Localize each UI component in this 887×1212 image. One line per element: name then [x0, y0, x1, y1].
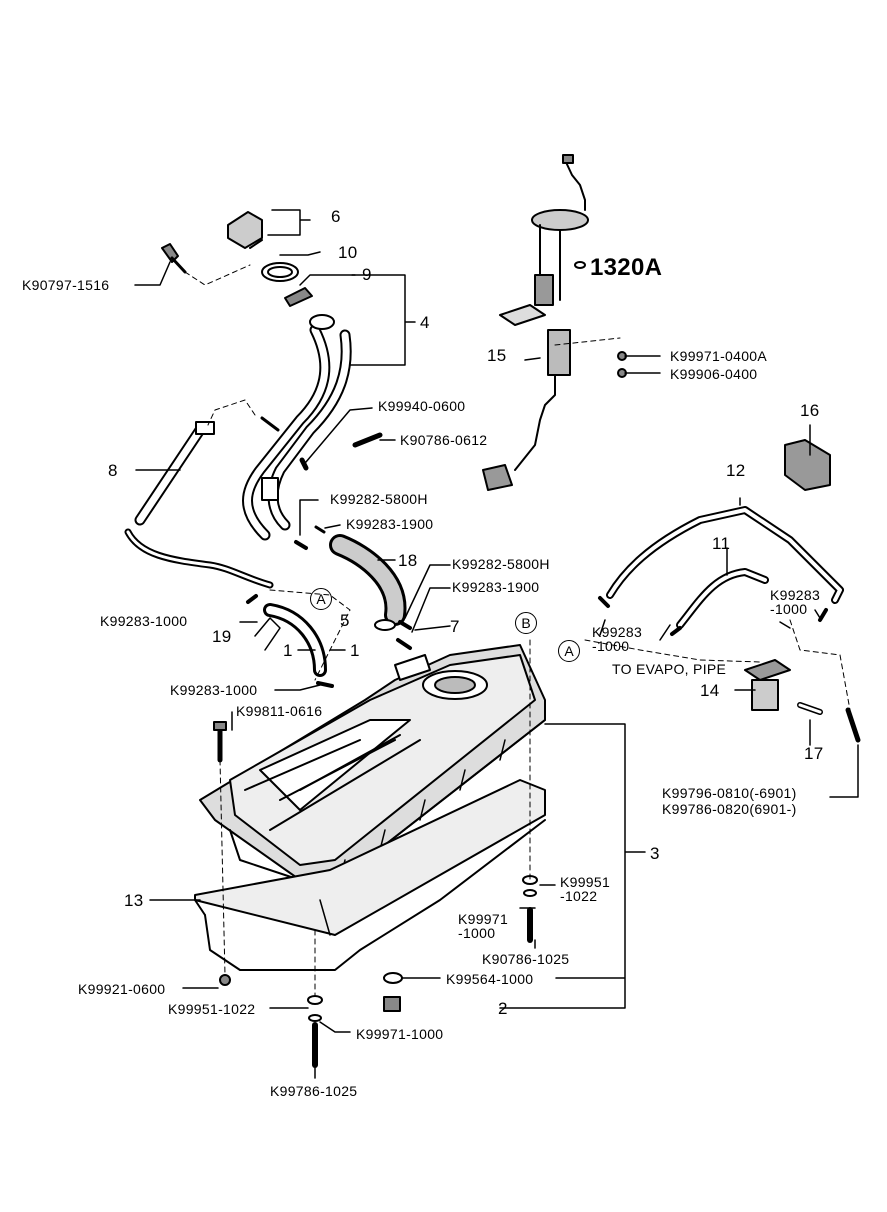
label-1b: 1	[350, 641, 360, 660]
label-1320a: 1320A	[590, 254, 663, 281]
filler-pipe	[242, 314, 352, 541]
connector-a-right: A	[558, 640, 580, 662]
label-18: 18	[398, 551, 418, 570]
label-4: 4	[420, 313, 430, 332]
fuel-cap	[227, 211, 313, 307]
code-k99811-0616: K99811-0616	[236, 703, 323, 719]
code-k99283-1900-a: K99283-1900	[346, 516, 434, 532]
label-12: 12	[726, 461, 746, 480]
hose-19	[263, 603, 327, 677]
label-17: 17	[804, 744, 824, 763]
connector-b: B	[515, 612, 537, 634]
code-k99971-1000-b: K99971-1000	[356, 1026, 444, 1042]
code-k99282-5800h-b: K99282-5800H	[452, 556, 550, 572]
label-14: 14	[700, 681, 720, 700]
skid-plate	[194, 779, 546, 971]
code-k99283-1000-a: K99283-1000	[100, 613, 188, 629]
label-15: 15	[487, 346, 507, 365]
leader-lines	[134, 209, 859, 1079]
code-k99951-1022-b: K99951-1022	[168, 1001, 256, 1017]
code-k90786-0612: K90786-0612	[400, 432, 488, 448]
label-9: 9	[362, 265, 372, 284]
label-8: 8	[108, 461, 118, 480]
fuel-pump-assembly	[499, 154, 589, 326]
fuel-tank	[199, 644, 546, 881]
code-k99786-0820: K99786-0820(6901-)	[662, 801, 797, 817]
label-5: 5	[340, 611, 350, 630]
code-k99971-1000-a: K99971 -1000	[458, 911, 509, 941]
hose-18	[329, 534, 407, 631]
small-hardware	[213, 351, 861, 1068]
dashed-lines	[184, 264, 851, 996]
code-k99283-1000-b: K99283-1000	[170, 682, 258, 698]
label-16: 16	[800, 401, 820, 420]
label-1a: 1	[283, 641, 293, 660]
code-k99940-0600: K99940-0600	[378, 398, 466, 414]
code-k99282-5800h-a: K99282-5800H	[330, 491, 428, 507]
note-to-evapo-pipe: TO EVAPO, PIPE	[612, 661, 727, 677]
label-11: 11	[712, 534, 731, 553]
code-k99283-1000-c: K99283 -1000	[592, 624, 643, 654]
label-6: 6	[331, 207, 341, 226]
label-19: 19	[212, 627, 232, 646]
code-k99971-0400a: K99971-0400A	[670, 348, 768, 364]
evap-lines	[606, 506, 844, 629]
code-k99786-1025: K99786-1025	[270, 1083, 358, 1099]
code-k99906-0400: K99906-0400	[670, 366, 758, 382]
code-k99951-1022-a: K99951 -1022	[560, 874, 611, 904]
code-k99283-1900-b: K99283-1900	[452, 579, 540, 595]
label-10: 10	[338, 243, 358, 262]
valve-16	[784, 439, 831, 491]
code-k99283-1000-d: K99283 -1000	[770, 587, 821, 617]
code-k99796-0810: K99796-0810(-6901)	[662, 785, 797, 801]
evap-canister	[744, 659, 823, 715]
code-k90786-1025: K90786-1025	[482, 951, 570, 967]
code-k99921-0600: K99921-0600	[78, 981, 166, 997]
fuel-sender-unit	[482, 329, 571, 491]
connector-a-left: A	[310, 588, 332, 610]
label-13: 13	[124, 891, 144, 910]
code-k90797-1516: K90797-1516	[22, 277, 110, 293]
bolt-top-left	[161, 243, 187, 274]
label-7: 7	[450, 617, 460, 636]
vent-hose	[124, 421, 274, 589]
label-3: 3	[650, 844, 660, 863]
code-k99564-1000: K99564-1000	[446, 971, 534, 987]
label-2: 2	[498, 999, 508, 1018]
